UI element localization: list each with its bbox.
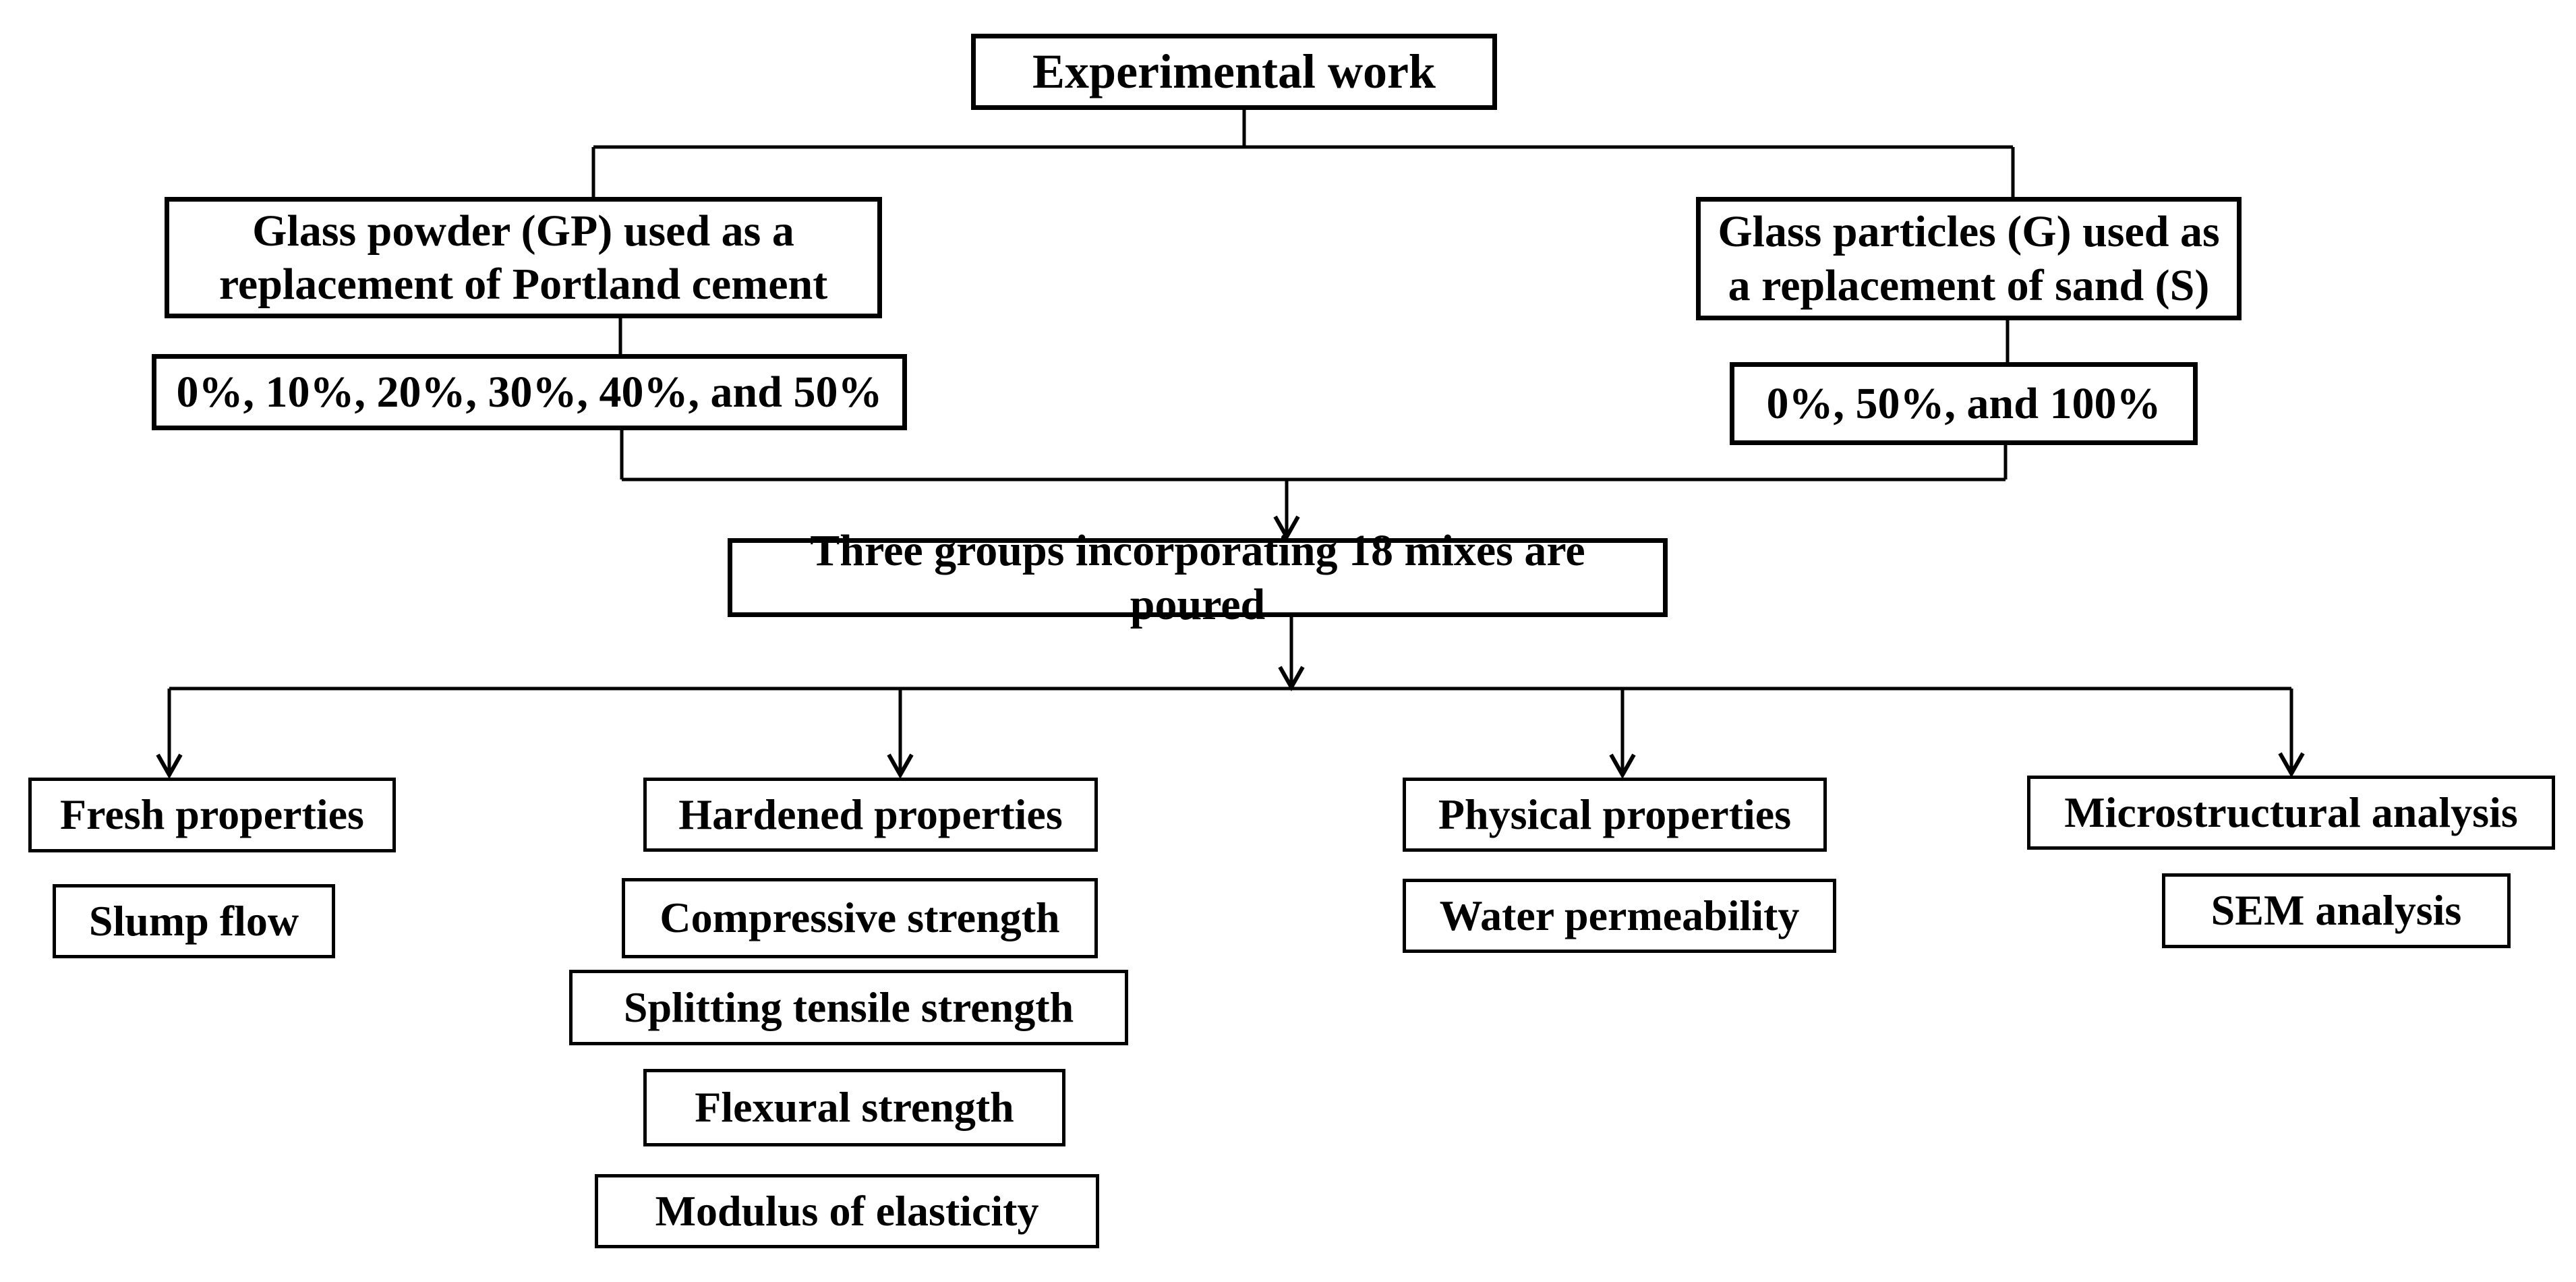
node-glass-powder-branch: Glass powder (GP) used as a replacement … [165,197,882,318]
node-slump-flow: Slump flow [53,884,335,958]
node-three-groups: Three groups incorporating 18 mixes are … [728,526,1668,629]
node-gp-replacement-levels: 0%, 10%, 20%, 30%, 40%, and 50% [152,354,907,430]
node-microstructural-analysis: Microstructural analysis [2027,776,2555,850]
node-compressive-strength: Compressive strength [622,878,1098,958]
arrowhead-to-hardened [887,753,914,780]
arrowhead-to-fresh [156,753,183,780]
node-sem-analysis: SEM analysis [2162,873,2511,948]
node-experimental-work: Experimental work [971,34,1497,110]
node-fresh-properties: Fresh properties [28,778,396,852]
arrowhead-to-merge-box [1273,515,1300,542]
arrowhead-to-microstructural [2278,752,2305,778]
node-splitting-tensile-strength: Splitting tensile strength [569,970,1128,1045]
arrowhead-to-physical [1609,753,1636,780]
node-g-replacement-levels: 0%, 50%, and 100% [1730,362,2198,445]
node-water-permeability: Water permeability [1403,879,1836,953]
node-hardened-properties: Hardened properties [643,778,1098,852]
node-modulus-of-elasticity: Modulus of elasticity [595,1174,1099,1248]
node-glass-particles-branch: Glass particles (G) used as a replacemen… [1696,197,2242,320]
node-physical-properties: Physical properties [1403,778,1827,852]
node-flexural-strength: Flexural strength [643,1069,1065,1146]
